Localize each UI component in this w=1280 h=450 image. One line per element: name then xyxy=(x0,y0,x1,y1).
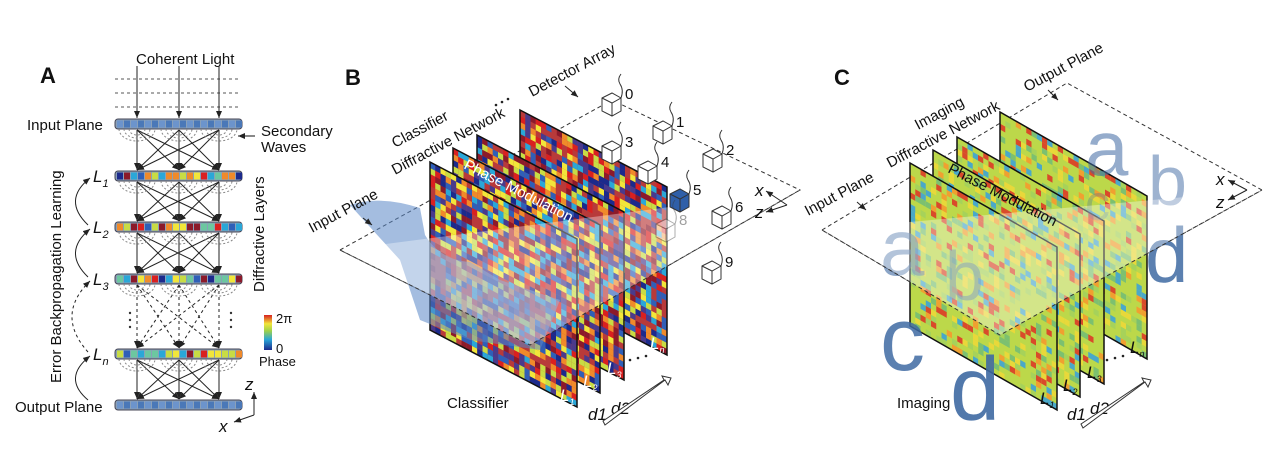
detector-5: 5 xyxy=(669,169,701,213)
panel-a-letter: A xyxy=(40,63,56,88)
output-plane-bar xyxy=(114,399,243,411)
detector-1: 1 xyxy=(652,101,684,145)
letter-d: d xyxy=(1145,211,1188,299)
coherent-light-label: Coherent Light xyxy=(136,51,235,68)
c-d1: d1 xyxy=(1067,405,1086,424)
input-plane-label: Input Plane xyxy=(27,117,103,134)
detector-6: 6 xyxy=(711,186,743,230)
output-plane-label: Output Plane xyxy=(15,399,103,416)
panel-a: A Coherent Light Input Plane Output Plan… xyxy=(15,51,333,436)
detector-9: 9 xyxy=(701,241,733,285)
c-axis-z: z xyxy=(1215,193,1225,212)
diffractive-layer-bar xyxy=(114,273,243,297)
letter-c: c xyxy=(1085,175,1110,231)
detector-4: 4 xyxy=(637,141,669,185)
letter-b: b xyxy=(1148,142,1187,220)
colorbar-max: 2π xyxy=(276,311,292,326)
b-d1: d1 xyxy=(588,405,607,424)
b-axes: x z xyxy=(754,181,788,222)
layer-subscript: 1 xyxy=(102,178,108,190)
diffractive-layer-bar xyxy=(114,348,243,372)
detector-0: 0 xyxy=(601,73,633,117)
secondary-waves-label-2: Waves xyxy=(261,139,306,156)
layer-label-2: L2 xyxy=(93,218,109,241)
network-connections xyxy=(134,66,222,400)
input-plane-bar xyxy=(114,118,243,142)
detector-label: 0 xyxy=(625,86,633,103)
c-d2: d2 xyxy=(1090,399,1109,418)
c-input-arrow xyxy=(856,201,867,211)
detector-3: 3 xyxy=(601,121,633,165)
backprop-arrows xyxy=(71,177,91,401)
letter-a: a xyxy=(1085,104,1129,192)
layer-label-n: Ln xyxy=(93,345,109,368)
layer-subscript: 2 xyxy=(101,229,108,241)
wavefront-lines xyxy=(115,78,240,108)
a-ellipsis xyxy=(128,311,233,329)
axis-x: x xyxy=(218,417,228,436)
detector-label: 3 xyxy=(625,134,633,151)
diffractive-layer-bar xyxy=(114,221,243,245)
detector-8: 8 xyxy=(655,199,687,243)
detector-label: 5 xyxy=(693,182,701,199)
panel-b-letter: B xyxy=(345,65,361,90)
axis-z: z xyxy=(244,375,254,394)
diffractive-layers-label: Diffractive Layers xyxy=(251,176,268,292)
detector-label: 8 xyxy=(679,212,687,229)
c-plane-front-edge xyxy=(821,189,1263,336)
c-caption: Imaging xyxy=(897,395,950,412)
diffractive-layer-bar xyxy=(114,170,243,194)
colorbar-min: 0 xyxy=(276,341,283,356)
detector-label: 9 xyxy=(725,254,733,271)
b-propagation-arrow xyxy=(602,375,672,426)
c-output-plane-label: Output Plane xyxy=(1021,39,1106,95)
b-axis-x: x xyxy=(754,181,764,200)
layer-label-1: L1 xyxy=(93,167,109,190)
c-axes: x z xyxy=(1215,170,1248,212)
c-output-arrow xyxy=(1047,89,1059,101)
c-propagation-arrow xyxy=(1080,377,1152,429)
detector-arrow xyxy=(564,85,579,98)
detector-array: 0 1 2 3 4 5 6 8 9 xyxy=(601,73,743,285)
letter-c: c xyxy=(880,290,925,390)
diffractive-layer: L1 xyxy=(909,161,1058,412)
b-caption: Classifier xyxy=(447,395,509,412)
detector-2: 2 xyxy=(702,129,734,173)
axes-a: z x xyxy=(218,375,257,436)
detector-label: 4 xyxy=(661,154,669,171)
input-digit-image xyxy=(350,200,560,350)
detector-label: 1 xyxy=(676,114,684,131)
plane-front-edge xyxy=(339,189,801,346)
b-input-arrow xyxy=(362,217,373,226)
colorbar-label: Phase xyxy=(259,354,296,369)
letter-b: b xyxy=(945,237,984,315)
secondary-waves-label-1: Secondary xyxy=(261,123,333,140)
panel-c-letter: C xyxy=(834,65,850,90)
phase-colorbar: 2π 0 Phase xyxy=(259,311,296,369)
layer-subscript: 3 xyxy=(102,281,109,293)
layer-label-3: L3 xyxy=(93,270,109,293)
c-input-plane-label: Input Plane xyxy=(802,169,877,220)
c-axis-x: x xyxy=(1215,170,1225,189)
letter-d: d xyxy=(950,340,1000,440)
layer-bars xyxy=(114,118,243,411)
error-backprop-label: Error Backpropagation Learning xyxy=(48,170,65,383)
b-axis-z: z xyxy=(754,203,764,222)
detector-label: 6 xyxy=(735,199,743,216)
layer-subscript: n xyxy=(102,356,108,368)
detector-label: 2 xyxy=(726,142,734,159)
input-plane-outline xyxy=(338,99,802,346)
detector-array-label: Detector Array xyxy=(526,40,619,100)
